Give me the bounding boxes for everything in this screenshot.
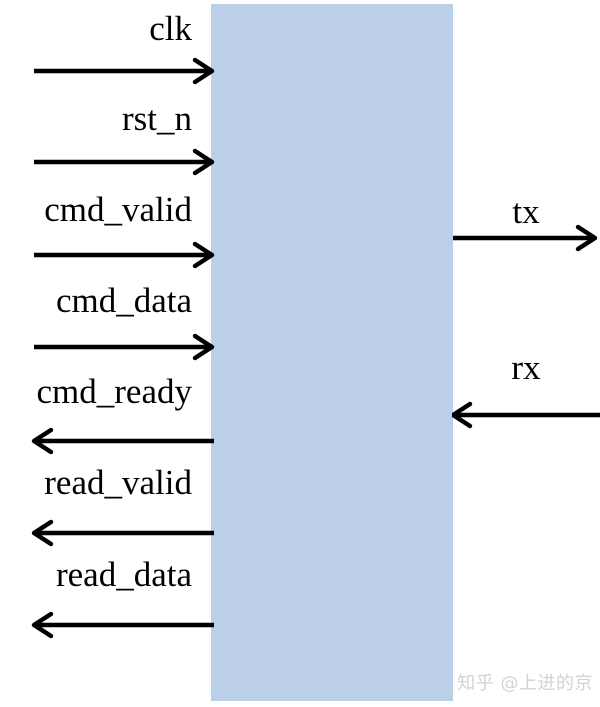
signal-label-cmd-ready: cmd_ready — [36, 372, 192, 411]
arrow-right-icon — [453, 224, 598, 252]
arrow-left-icon — [31, 611, 214, 639]
signal-label-rst-n: rst_n — [122, 99, 192, 138]
signal-label-cmd-data: cmd_data — [55, 281, 192, 320]
signal-label-tx: tx — [512, 192, 540, 231]
arrow-right-icon — [34, 148, 215, 176]
arrow-left-icon — [31, 427, 214, 455]
signal-label-clk: clk — [149, 9, 192, 48]
signal-label-read-valid: read_valid — [44, 463, 192, 502]
arrow-right-icon — [34, 57, 215, 85]
arrow-left-icon — [452, 401, 600, 429]
arrow-right-icon — [34, 241, 215, 269]
module-body-rect — [211, 4, 453, 701]
arrow-left-icon — [31, 519, 214, 547]
arrow-right-icon — [34, 333, 215, 361]
zhihu-watermark: 知乎 @上进的京 — [457, 673, 593, 694]
signal-label-read-data: read_data — [55, 555, 192, 594]
signal-label-cmd-valid: cmd_valid — [44, 190, 192, 229]
signal-label-rx: rx — [511, 348, 541, 387]
